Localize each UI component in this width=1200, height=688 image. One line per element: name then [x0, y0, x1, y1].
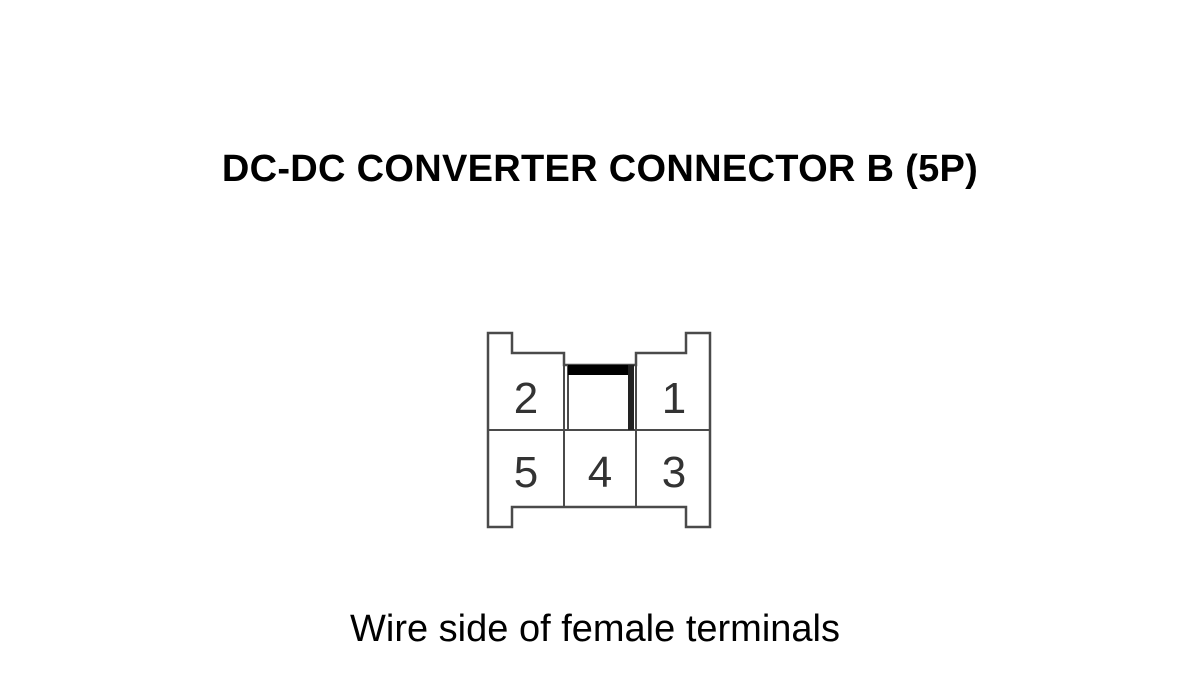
- diagram-title: DC-DC CONVERTER CONNECTOR B (5P): [221, 148, 979, 190]
- terminal-3-label: 3: [662, 448, 686, 497]
- connector-housing: [486, 331, 712, 529]
- terminal-4-label: 4: [588, 448, 612, 497]
- terminal-2-label: 2: [514, 374, 538, 423]
- diagram-caption: Wire side of female terminals: [350, 608, 840, 650]
- lock-tab: [568, 365, 632, 375]
- cavity-right-edge: [628, 365, 634, 430]
- connector-b-diagram: 2 1 5 4 3: [480, 325, 720, 535]
- terminal-1-label: 1: [662, 374, 686, 423]
- terminal-5-label: 5: [514, 448, 538, 497]
